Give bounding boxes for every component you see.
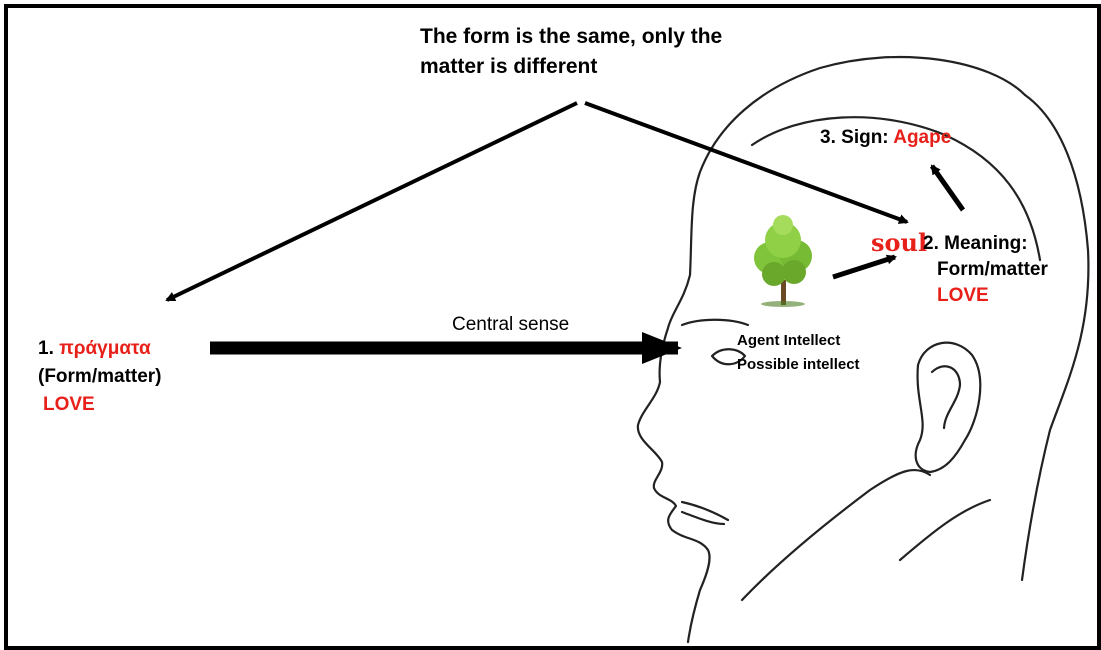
- arrow-tree-to-soul: [832, 254, 897, 280]
- eye: [710, 348, 747, 366]
- eyebrow: [680, 318, 750, 327]
- ear-outline: [914, 341, 982, 474]
- sign-value: Agape: [893, 127, 952, 148]
- arrows: [165, 101, 966, 364]
- ear-inner: [930, 365, 962, 430]
- diagram-frame: [4, 4, 1101, 650]
- meaning-label: 2. Meaning: Form/matter LOVE: [923, 231, 1048, 309]
- arrow-title-to-soul: [584, 101, 909, 224]
- item-1-heading: 1. πράγματα: [38, 335, 162, 363]
- central-sense-label: Central sense: [452, 314, 570, 335]
- agent-intellect-label: Agent Intellect: [737, 332, 841, 349]
- meaning-subtitle: Form/matter: [937, 259, 1048, 280]
- neck-line: [898, 498, 992, 562]
- title-line-1: The form is the same, only the: [420, 25, 723, 48]
- meaning-heading: 2. Meaning:: [923, 231, 1048, 257]
- sign-text: Sign:: [841, 127, 889, 148]
- meaning-love: LOVE: [937, 285, 989, 306]
- item-1-love: LOVE: [43, 394, 95, 415]
- item-1-label: 1. πράγματα (Form/matter) LOVE: [38, 335, 162, 419]
- sign-number: 3.: [820, 127, 836, 148]
- jaw-line: [740, 468, 932, 602]
- arrow-title-to-item1: [165, 101, 578, 302]
- arrow-meaning-to-sign: [929, 164, 966, 212]
- title-line-2: matter is different: [420, 55, 598, 78]
- item-1-term: πράγματα: [59, 338, 151, 359]
- soul-label: soul: [871, 228, 928, 257]
- item-1-subtitle: (Form/matter): [38, 366, 162, 387]
- meaning-text: Meaning:: [944, 233, 1028, 254]
- sign-label: 3. Sign: Agape: [820, 127, 951, 149]
- item-1-number: 1.: [38, 338, 54, 359]
- possible-intellect-label: Possible intellect: [737, 356, 860, 373]
- tree-icon: [754, 215, 812, 307]
- meaning-number: 2.: [923, 233, 939, 254]
- head-profile-line: [636, 55, 1027, 644]
- diagram-title: The form is the same, only the matter is…: [420, 22, 722, 82]
- intellect-labels: Agent Intellect Possible intellect: [737, 329, 860, 377]
- lips: [680, 500, 730, 526]
- head-outline: [636, 55, 1090, 644]
- head-back-line: [1020, 93, 1090, 582]
- head-inner-line: [750, 116, 1042, 262]
